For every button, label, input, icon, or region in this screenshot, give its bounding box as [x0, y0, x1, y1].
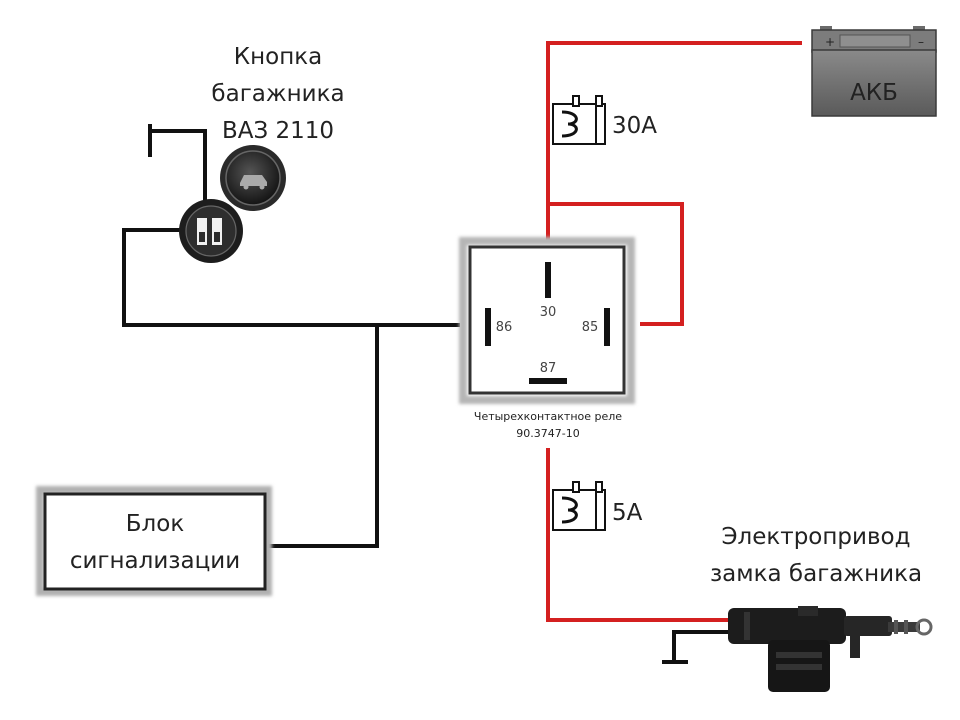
- power-wires: [546, 41, 802, 622]
- relay-pin-85: 85: [582, 320, 599, 335]
- actuator-label-line2: замка багажника: [710, 561, 922, 587]
- button-to-relay-86-wire: [122, 228, 460, 327]
- svg-text:+: +: [825, 35, 835, 49]
- button-ground-wire: [150, 129, 207, 200]
- fuse-30a: 30A: [552, 95, 657, 145]
- battery-to-fuse-wire: [546, 41, 802, 240]
- relay-caption-line1: Четырехконтактное реле: [474, 410, 622, 423]
- button-label-line3: ВАЗ 2110: [222, 118, 334, 144]
- trunk-button: [179, 145, 286, 263]
- fuse-5a-label: 5A: [612, 500, 643, 526]
- door-lock-actuator-icon: [728, 606, 933, 692]
- relay-pin-30-terminal: [545, 262, 551, 298]
- fuse-30a-label: 30A: [612, 113, 657, 139]
- relay-pin-85-terminal: [604, 308, 610, 346]
- relay-87-to-actuator-wire: [546, 448, 735, 622]
- alarm-label-line2: сигнализации: [70, 548, 240, 574]
- relay-caption-line2: 90.3747-10: [516, 427, 579, 440]
- battery-icon: + –: [811, 26, 937, 117]
- battery-label: АКБ: [850, 80, 898, 106]
- relay-pin-30: 30: [540, 305, 557, 320]
- relay: 30 86 85 87: [459, 237, 635, 404]
- button-label-line1: Кнопка: [234, 44, 322, 70]
- fuse-5a: 5A: [552, 481, 643, 531]
- alarm-label-line1: Блок: [126, 511, 185, 537]
- relay-pin-87: 87: [540, 361, 557, 376]
- relay-85-feed-wire: [548, 202, 684, 326]
- connector-icon: [179, 199, 243, 263]
- actuator-ground-wire: [672, 630, 730, 662]
- relay-pin-86-terminal: [485, 308, 491, 346]
- relay-pin-86: 86: [496, 320, 513, 335]
- svg-text:–: –: [918, 35, 924, 49]
- actuator-label-line1: Электропривод: [722, 524, 911, 550]
- trunk-button-icon: [220, 145, 286, 211]
- relay-pin-87-terminal: [529, 378, 567, 384]
- alarm-to-bus-wire: [268, 325, 379, 548]
- button-label-line2: багажника: [211, 81, 344, 107]
- signal-wires: [122, 129, 730, 662]
- blade-fuse-icon: [552, 95, 606, 145]
- alarm-unit: Блок сигнализации: [36, 486, 272, 596]
- blade-fuse-icon: [552, 481, 606, 531]
- ground-symbols: [148, 124, 688, 664]
